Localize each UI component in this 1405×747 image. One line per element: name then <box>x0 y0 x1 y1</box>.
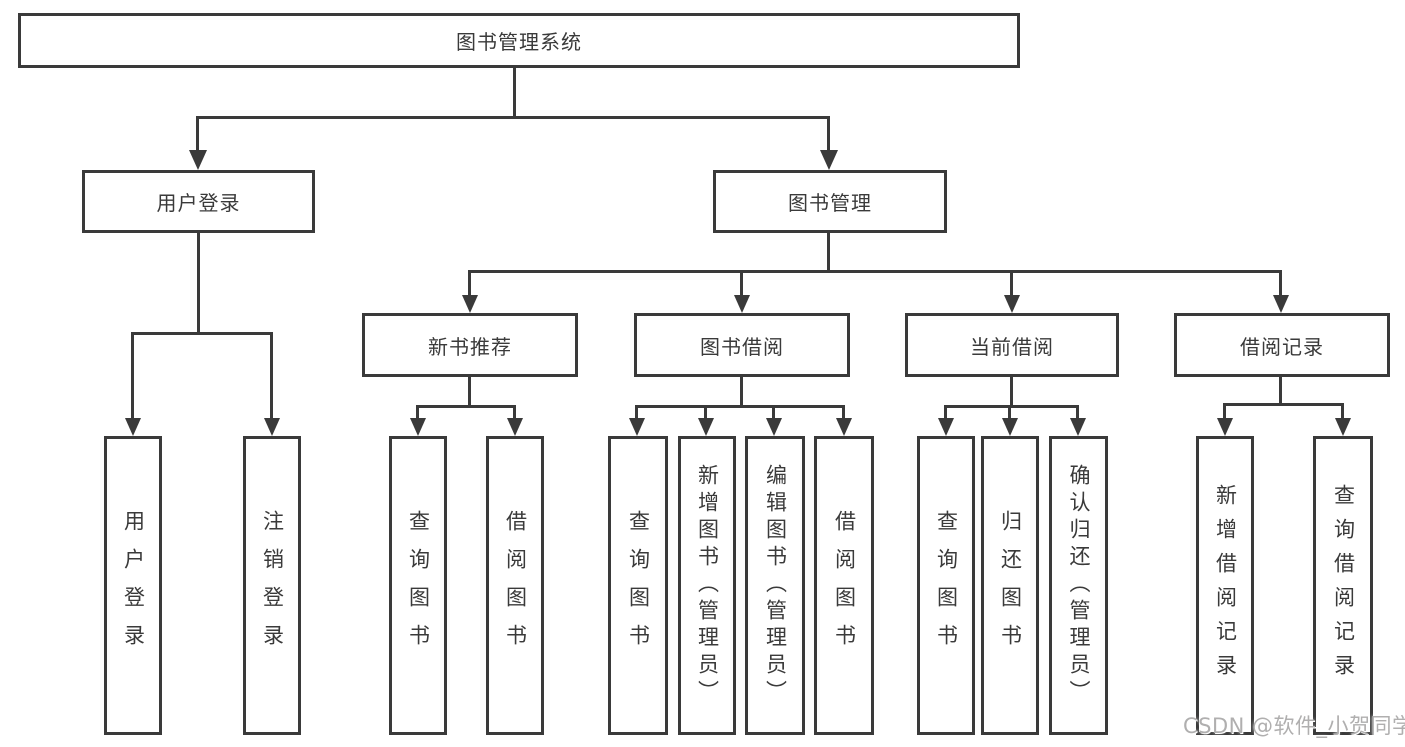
leaf-label: 借阅图书 <box>503 509 528 662</box>
connector-line <box>827 233 830 273</box>
arrow-down-icon <box>1273 295 1289 313</box>
node-current-borrowing-label: 当前借阅 <box>970 334 1054 359</box>
connector-line <box>513 405 516 420</box>
leaf-label: 确认归还（管理员） <box>1067 464 1091 707</box>
node-add-book-admin: 新增图书（管理员） <box>678 436 736 735</box>
connector-line <box>740 270 743 297</box>
node-user-login-label: 用户登录 <box>156 191 241 215</box>
connector-line <box>704 405 707 420</box>
connector-line <box>196 116 199 152</box>
node-library-system-label: 图书管理系统 <box>456 30 582 54</box>
connector-line <box>468 270 1282 273</box>
leaf-label: 新增借阅记录 <box>1213 483 1238 688</box>
connector-line <box>468 270 471 297</box>
node-borrow-books-recommend: 借阅图书 <box>486 436 544 735</box>
arrow-down-icon <box>125 418 141 436</box>
connector-line <box>944 405 947 420</box>
node-query-borrow-record: 查询借阅记录 <box>1313 436 1373 735</box>
connector-line <box>1223 403 1226 420</box>
csdn-watermark: CSDN @软件_小贺同学 <box>1183 714 1405 738</box>
arrow-down-icon <box>820 150 838 170</box>
arrow-down-icon <box>836 418 852 436</box>
leaf-label: 查询图书 <box>406 509 431 662</box>
node-library-system: 图书管理系统 <box>18 13 1020 68</box>
connector-line <box>1279 270 1282 297</box>
connector-line <box>1341 403 1344 420</box>
arrow-down-icon <box>938 418 954 436</box>
node-edit-book-admin: 编辑图书（管理员） <box>745 436 805 735</box>
connector-line <box>740 377 743 408</box>
node-book-management-label: 图书管理 <box>788 191 872 215</box>
leaf-label: 查询图书 <box>934 509 959 662</box>
node-new-book-recommend: 新书推荐 <box>362 313 578 377</box>
connector-line <box>944 405 1079 408</box>
connector-line <box>468 377 471 408</box>
arrow-down-icon <box>410 418 426 436</box>
node-user-login-leaf: 用户登录 <box>104 436 162 735</box>
leaf-label: 注销登录 <box>260 509 285 662</box>
leaf-label: 新增图书（管理员） <box>695 464 720 707</box>
arrow-down-icon <box>1217 418 1233 436</box>
arrow-down-icon <box>264 418 280 436</box>
connector-line <box>196 116 830 119</box>
node-borrow-records-label: 借阅记录 <box>1240 334 1324 359</box>
arrow-down-icon <box>1004 295 1020 313</box>
arrow-down-icon <box>734 295 750 313</box>
node-return-book: 归还图书 <box>981 436 1039 735</box>
arrow-down-icon <box>507 418 523 436</box>
connector-line <box>1010 270 1013 297</box>
connector-line <box>131 332 134 420</box>
node-add-borrow-record: 新增借阅记录 <box>1196 436 1254 735</box>
node-book-management: 图书管理 <box>713 170 947 233</box>
node-borrow-records: 借阅记录 <box>1174 313 1390 377</box>
arrow-down-icon <box>1002 418 1018 436</box>
connector-line <box>772 405 775 420</box>
arrow-down-icon <box>766 418 782 436</box>
connector-line <box>1010 377 1013 408</box>
connector-line <box>842 405 845 420</box>
connector-line <box>416 405 419 420</box>
arrow-down-icon <box>1335 418 1351 436</box>
arrow-down-icon <box>629 418 645 436</box>
arrow-down-icon <box>698 418 714 436</box>
connector-line <box>1279 377 1282 406</box>
connector-line <box>1008 405 1011 420</box>
node-query-books-recommend: 查询图书 <box>389 436 447 735</box>
connector-line <box>635 405 845 408</box>
connector-line <box>131 332 273 335</box>
connector-line <box>197 233 200 334</box>
node-confirm-return-admin: 确认归还（管理员） <box>1049 436 1108 735</box>
node-borrow-books-leaf: 借阅图书 <box>814 436 874 735</box>
leaf-label: 用户登录 <box>121 509 146 662</box>
leaf-label: 查询借阅记录 <box>1331 483 1356 688</box>
node-book-borrowing: 图书借阅 <box>634 313 850 377</box>
leaf-label: 编辑图书（管理员） <box>763 464 788 707</box>
node-current-borrowing: 当前借阅 <box>905 313 1119 377</box>
node-new-book-recommend-label: 新书推荐 <box>428 334 512 359</box>
node-user-login: 用户登录 <box>82 170 315 233</box>
leaf-label: 查询图书 <box>626 509 651 662</box>
node-book-borrowing-label: 图书借阅 <box>700 334 784 359</box>
node-query-books-borrowing: 查询图书 <box>608 436 668 735</box>
leaf-label: 借阅图书 <box>832 509 857 662</box>
arrow-down-icon <box>462 295 478 313</box>
connector-line <box>513 68 516 118</box>
arrow-down-icon <box>189 150 207 170</box>
connector-line <box>270 332 273 420</box>
arrow-down-icon <box>1070 418 1086 436</box>
connector-line <box>1076 405 1079 420</box>
leaf-label: 归还图书 <box>998 509 1023 662</box>
connector-line <box>635 405 638 420</box>
connector-line <box>416 405 516 408</box>
node-logout-leaf: 注销登录 <box>243 436 301 735</box>
connector-line <box>1223 403 1344 406</box>
node-query-books-current: 查询图书 <box>917 436 975 735</box>
connector-line <box>827 116 830 152</box>
